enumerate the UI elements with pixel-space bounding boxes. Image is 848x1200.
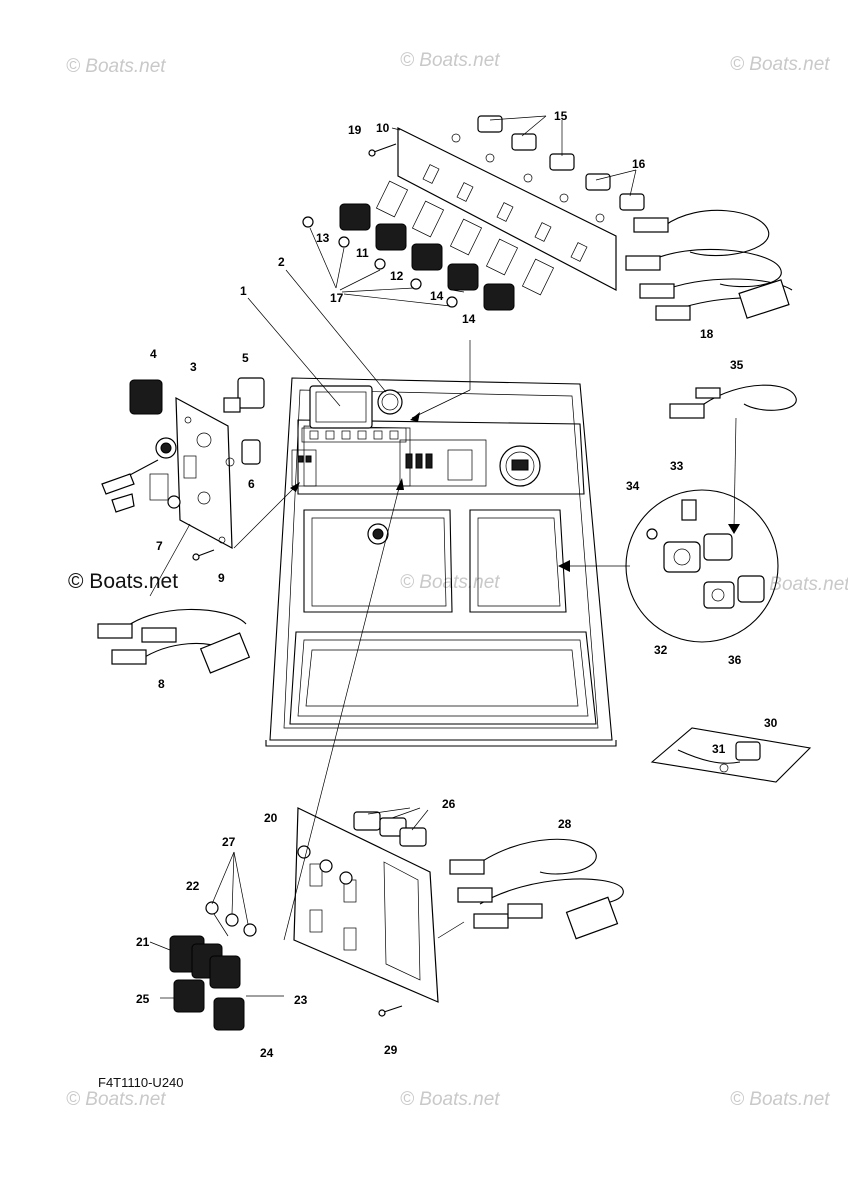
watermark-text: © Boats.net: [400, 572, 500, 593]
callout-34: 34: [626, 479, 640, 493]
rocker-switch-icon: [483, 283, 515, 311]
callout-23: 23: [294, 993, 308, 1007]
callout-32: 32: [654, 643, 668, 657]
rocker-switch-icon: [375, 223, 407, 251]
callout-13: 13: [316, 231, 330, 245]
callout-36: 36: [728, 653, 742, 667]
leader-lines: [149, 115, 740, 999]
callout-14-second: 14: [462, 312, 476, 326]
callout-25: 25: [136, 992, 150, 1006]
callout-15: 15: [554, 109, 568, 123]
callout-14: 14: [430, 289, 444, 303]
top-switch-panel: [302, 115, 645, 311]
callout-5: 5: [242, 351, 249, 365]
watermark-text: © Boats.net: [730, 1089, 830, 1110]
rocker-switch-icon: [339, 203, 371, 231]
callout-28: 28: [558, 817, 572, 831]
callout-labels: 1 2 3 4 5 6 7 8 9 10 11 12 13 14 14 15 1…: [136, 109, 778, 1060]
watermark-text: © Boats.net: [66, 56, 166, 77]
lower-switch-panel: [169, 807, 439, 1031]
figure-code: F4T1110-U240: [98, 1075, 184, 1090]
callout-12: 12: [390, 269, 404, 283]
watermark-text: © Boats.net: [730, 54, 830, 75]
watermarks: © Boats.net © Boats.net © Boats.net © Bo…: [66, 50, 848, 1110]
callout-2: 2: [278, 255, 285, 269]
callout-1: 1: [240, 284, 247, 298]
callout-30: 30: [764, 716, 778, 730]
watermark-text: © Boats.net: [750, 574, 848, 595]
dash-switch-row: [309, 430, 399, 440]
wiring-harness-35: [669, 384, 797, 419]
watermark-text: © Boats.net: [66, 1089, 166, 1110]
wiring-harness-18: [625, 209, 793, 321]
wiring-harness-8: [97, 608, 251, 674]
callout-16: 16: [632, 157, 646, 171]
callout-11: 11: [356, 246, 369, 260]
watermark-text-strong: © Boats.net: [68, 570, 178, 593]
callout-24: 24: [260, 1046, 274, 1060]
callout-33: 33: [670, 459, 684, 473]
watermark-text: © Boats.net: [400, 1089, 500, 1110]
callout-4: 4: [150, 347, 157, 361]
callout-7: 7: [156, 539, 163, 553]
kit-30: [650, 727, 812, 783]
callout-3: 3: [190, 360, 197, 374]
callout-21: 21: [136, 935, 150, 949]
callout-29: 29: [384, 1043, 398, 1057]
callout-22: 22: [186, 879, 200, 893]
callout-20: 20: [264, 811, 278, 825]
callout-6: 6: [248, 477, 255, 491]
callout-10: 10: [376, 121, 390, 135]
wiring-harness-28: [449, 838, 624, 940]
rocker-switch-icon: [411, 243, 443, 271]
callout-9: 9: [218, 571, 225, 585]
callout-19: 19: [348, 123, 362, 137]
callout-17: 17: [330, 291, 344, 305]
callout-35: 35: [730, 358, 744, 372]
callout-18: 18: [700, 327, 714, 341]
callout-8: 8: [158, 677, 165, 691]
rocker-switch-icon: [447, 263, 479, 291]
callout-27: 27: [222, 835, 236, 849]
console-body: [265, 377, 617, 747]
socket-detail: [625, 489, 779, 643]
left-switch-panel: [101, 377, 265, 561]
callout-26: 26: [442, 797, 456, 811]
callout-31: 31: [712, 742, 726, 756]
watermark-text: © Boats.net: [400, 50, 500, 71]
